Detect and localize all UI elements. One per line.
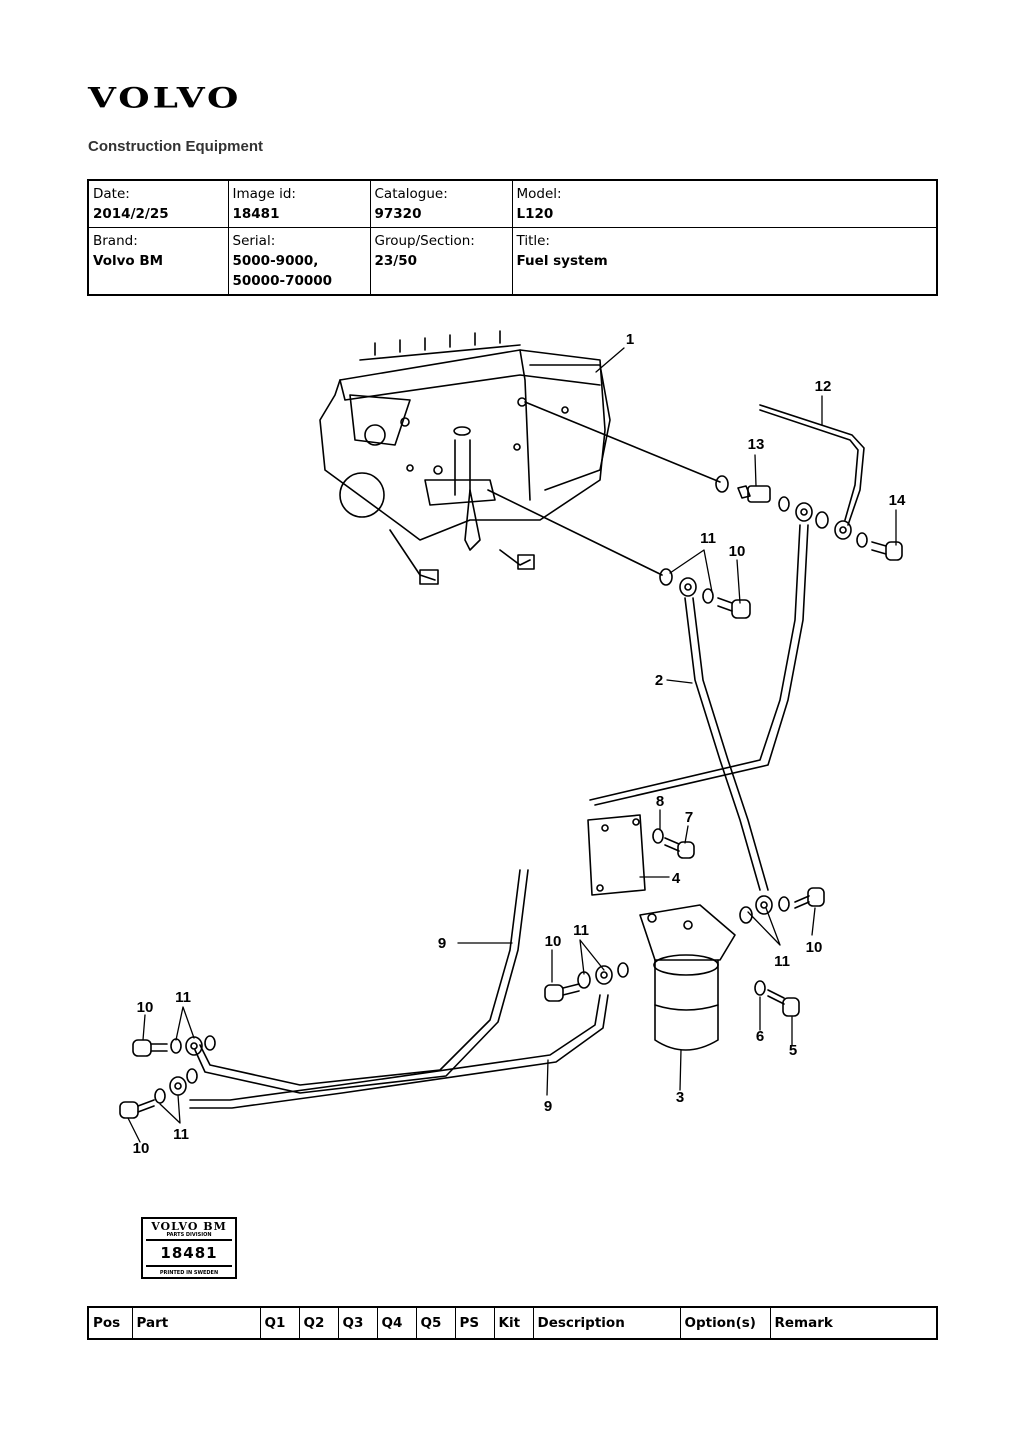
callout-5: 5 (789, 1042, 797, 1059)
group-cell: Group/Section: 23/50 (369, 227, 513, 296)
date-label: Date: (93, 186, 130, 202)
callout-10-upper: 10 (729, 543, 746, 560)
catalogue-label: Catalogue: (374, 186, 448, 202)
callout-11-left: 11 (175, 989, 191, 1006)
brand-cell: Brand: Volvo BM (87, 227, 229, 296)
logo-wordmark: VOLVO (88, 81, 242, 115)
serial-cell: Serial: 5000-9000, 50000-70000 (227, 227, 371, 296)
group-label: Group/Section: (374, 233, 475, 249)
callout-11-upper: 11 (700, 530, 716, 547)
info-row-2: Brand: Volvo BM Serial: 5000-9000, 50000… (87, 227, 938, 296)
col-pos: Pos (87, 1306, 133, 1340)
model-value: L120 (516, 206, 554, 222)
callout-11-mid: 11 (573, 922, 589, 939)
leader-line-upper (524, 401, 721, 483)
hose-9 (189, 869, 609, 1109)
col-q2: Q2 (298, 1306, 339, 1340)
middle-fitting-group (659, 568, 751, 619)
callout-8: 8 (656, 793, 664, 810)
callout-9-lower: 9 (544, 1098, 552, 1115)
col-kit: Kit (493, 1306, 534, 1340)
left-fitting-group (119, 1035, 216, 1119)
bracket-4 (587, 814, 695, 896)
callout-11-right: 11 (774, 953, 790, 970)
stamp-number: 18481 (146, 1239, 232, 1267)
callout-7: 7 (685, 809, 693, 826)
stamp-division: PARTS DIVISION (166, 1232, 212, 1238)
callout-2: 2 (655, 672, 663, 689)
col-ps: PS (454, 1306, 495, 1340)
volvo-logo: VOLVO (88, 84, 241, 120)
filter-3 (639, 904, 800, 1051)
col-q1: Q1 (259, 1306, 300, 1340)
hose-2 (589, 524, 809, 891)
callout-4: 4 (672, 870, 681, 887)
col-remark: Remark (769, 1306, 938, 1340)
volvo-bm-parts-stamp: VOLVO BM PARTS DIVISION 18481 PRINTED IN… (141, 1217, 237, 1279)
col-q5: Q5 (415, 1306, 456, 1340)
callout-11-bottom: 11 (173, 1126, 189, 1143)
image-id-value: 18481 (232, 206, 280, 222)
callout-10-bottom: 10 (133, 1140, 150, 1157)
parts-table: Pos Part Q1 Q2 Q3 Q4 Q5 PS Kit Descripti… (87, 1306, 938, 1340)
catalogue-value: 97320 (374, 206, 422, 222)
parts-header-row: Pos Part Q1 Q2 Q3 Q4 Q5 PS Kit Descripti… (87, 1306, 938, 1340)
upper-fitting-group (715, 404, 903, 561)
image-id-label: Image id: (232, 186, 296, 202)
col-options: Option(s) (679, 1306, 771, 1340)
callout-10-mid: 10 (545, 933, 562, 950)
col-q3: Q3 (337, 1306, 378, 1340)
lower-filter-fitting-group (544, 962, 629, 1002)
serial-label: Serial: (232, 233, 276, 249)
info-table: Date: 2014/2/25 Image id: 18481 Catalogu… (87, 179, 938, 296)
col-q4: Q4 (376, 1306, 417, 1340)
model-label: Model: (516, 186, 562, 202)
callout-13: 13 (748, 436, 765, 453)
stamp-brand: VOLVO BM (151, 1220, 227, 1233)
lower-right-fitting-group (739, 887, 825, 924)
date-value: 2014/2/25 (93, 206, 169, 222)
serial-value: 5000-9000, 50000-70000 (232, 253, 333, 289)
title-label: Title: (516, 233, 550, 249)
callout-3: 3 (676, 1089, 684, 1106)
col-description: Description (532, 1306, 681, 1340)
date-cell: Date: 2014/2/25 (87, 179, 229, 228)
fuel-system-diagram: 1 12 13 14 11 10 2 8 7 4 9 10 11 11 10 6… (119, 330, 906, 1157)
callout-10-right: 10 (806, 939, 823, 956)
catalogue-cell: Catalogue: 97320 (369, 179, 513, 228)
title-value: Fuel system (516, 253, 608, 269)
callout-leaders (127, 347, 897, 1143)
callout-10-left: 10 (137, 999, 154, 1016)
injection-pump-drawing (319, 330, 611, 585)
callout-12: 12 (815, 378, 832, 395)
leader-line-lower (487, 489, 663, 576)
callout-14: 14 (889, 492, 906, 509)
stamp-printed: PRINTED IN SWEDEN (159, 1270, 219, 1276)
callout-1: 1 (626, 331, 634, 348)
model-cell: Model: L120 (511, 179, 938, 228)
brand-value: Volvo BM (93, 253, 164, 269)
brand-label: Brand: (93, 233, 138, 249)
title-cell: Title: Fuel system (511, 227, 938, 296)
group-value: 23/50 (374, 253, 418, 269)
logo-subtitle: Construction Equipment (88, 138, 263, 155)
callout-9-upper: 9 (438, 935, 446, 952)
image-id-cell: Image id: 18481 (227, 179, 371, 228)
callout-6: 6 (756, 1028, 764, 1045)
col-part: Part (131, 1306, 261, 1340)
info-row-1: Date: 2014/2/25 Image id: 18481 Catalogu… (87, 179, 938, 228)
